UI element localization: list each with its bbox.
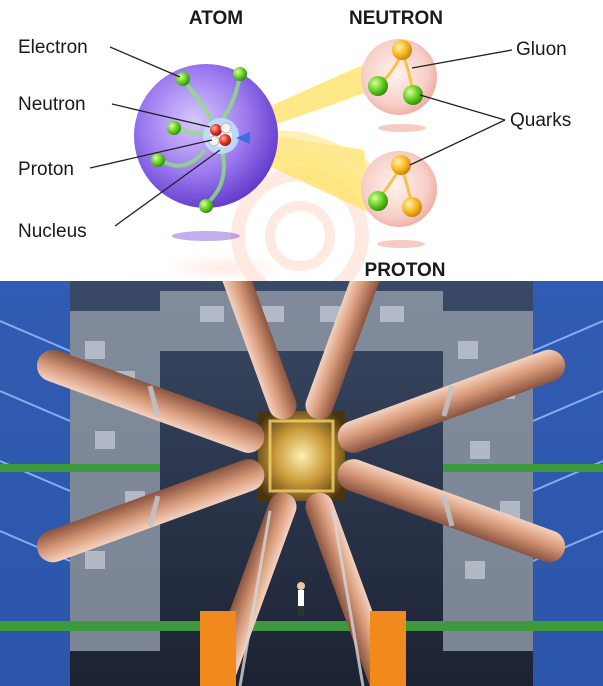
detector-photo [0, 281, 603, 686]
leader-lines [89, 46, 513, 227]
electron-particle [176, 72, 190, 86]
floor-rails [238, 510, 365, 686]
label-nucleus: Nucleus [18, 221, 87, 242]
person-figure [297, 582, 305, 616]
electron-particle [167, 121, 181, 135]
quark-green [368, 191, 388, 211]
electron-particle [199, 199, 213, 213]
label-gluon: Gluon [516, 39, 567, 60]
neutron-particle [361, 39, 437, 132]
magnet-coils [36, 281, 566, 686]
walkways [0, 464, 603, 631]
orange-lifts [200, 611, 406, 686]
header-neutron: NEUTRON [349, 8, 443, 29]
nucleus-proton [210, 124, 222, 136]
header-atom: ATOM [189, 8, 243, 29]
quark-yellow [392, 40, 412, 60]
atom-structure-diagram: ATOM NEUTRON PROTON Electron Neutron Pro… [18, 8, 571, 281]
nucleus-proton [219, 134, 231, 146]
electron-particle [233, 67, 247, 81]
nucleus-pointer [236, 132, 250, 144]
quark-green [368, 76, 388, 96]
quark-yellow [402, 197, 422, 217]
electron-particle [151, 153, 165, 167]
detector-core [258, 411, 345, 501]
label-proton: Proton [18, 159, 74, 180]
quark-yellow [391, 155, 411, 175]
nucleus-neutron [220, 122, 232, 134]
label-neutron: Neutron [18, 94, 86, 115]
header-proton: PROTON [365, 260, 446, 281]
proton-particle [361, 151, 437, 248]
label-electron: Electron [18, 37, 88, 58]
label-quarks: Quarks [510, 110, 571, 131]
quark-green [403, 85, 423, 105]
